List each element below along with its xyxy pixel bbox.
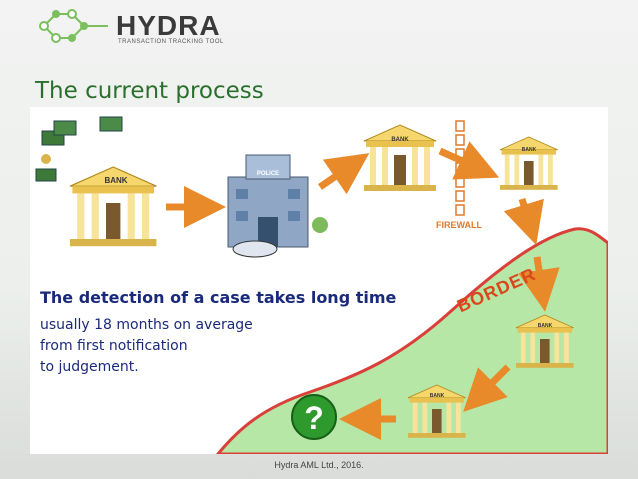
headline: The detection of a case takes long time [40,288,396,307]
hydra-logo: HYDRA TRANSACTION TRACKING TOOL [30,6,250,46]
headline-bold: The detection of a case [40,288,251,307]
question-mark-glyph: ? [304,400,324,436]
bank-4-label: BANK [538,323,553,329]
detail-line-3: to judgement. [40,359,139,375]
bank-3-label: BANK [522,147,537,153]
question-mark-icon [291,394,337,440]
bank-2-icon [363,124,437,192]
detail-line-1: usually 18 months on average [40,317,253,333]
logo-wordmark: HYDRA [116,10,221,41]
molecule-logo-icon [39,9,108,43]
arrow-to-bank-2 [318,153,370,195]
arrow-across-firewall [438,141,500,180]
police-station-icon [227,154,328,258]
page-title: The current process [35,78,264,104]
firewall-label: FIREWALL [436,220,482,230]
logo-tagline: TRANSACTION TRACKING TOOL [118,39,224,45]
bank-1-label: BANK [104,176,127,185]
headline-rest: takes long time [250,288,397,307]
detail-text: usually 18 months on average from first … [40,315,253,378]
footer-copyright: Hydra AML Ltd., 2016. [274,460,364,470]
firewall-icon [455,120,465,216]
detail-line-2: from first notification [40,338,188,354]
arrow-down-2 [518,256,560,312]
arrow-down-1 [503,197,544,246]
bank-2-label: BANK [391,137,409,143]
bank-5-label: BANK [430,393,445,399]
diagram-canvas: BANK POLICE BANK [35,116,608,454]
process-diagram: BANK POLICE BANK [30,107,608,454]
police-label: POLICE [257,171,279,177]
money-stacks-icon [35,116,123,182]
bank-3-icon [499,136,558,191]
arrow-to-bank-5 [463,364,511,412]
